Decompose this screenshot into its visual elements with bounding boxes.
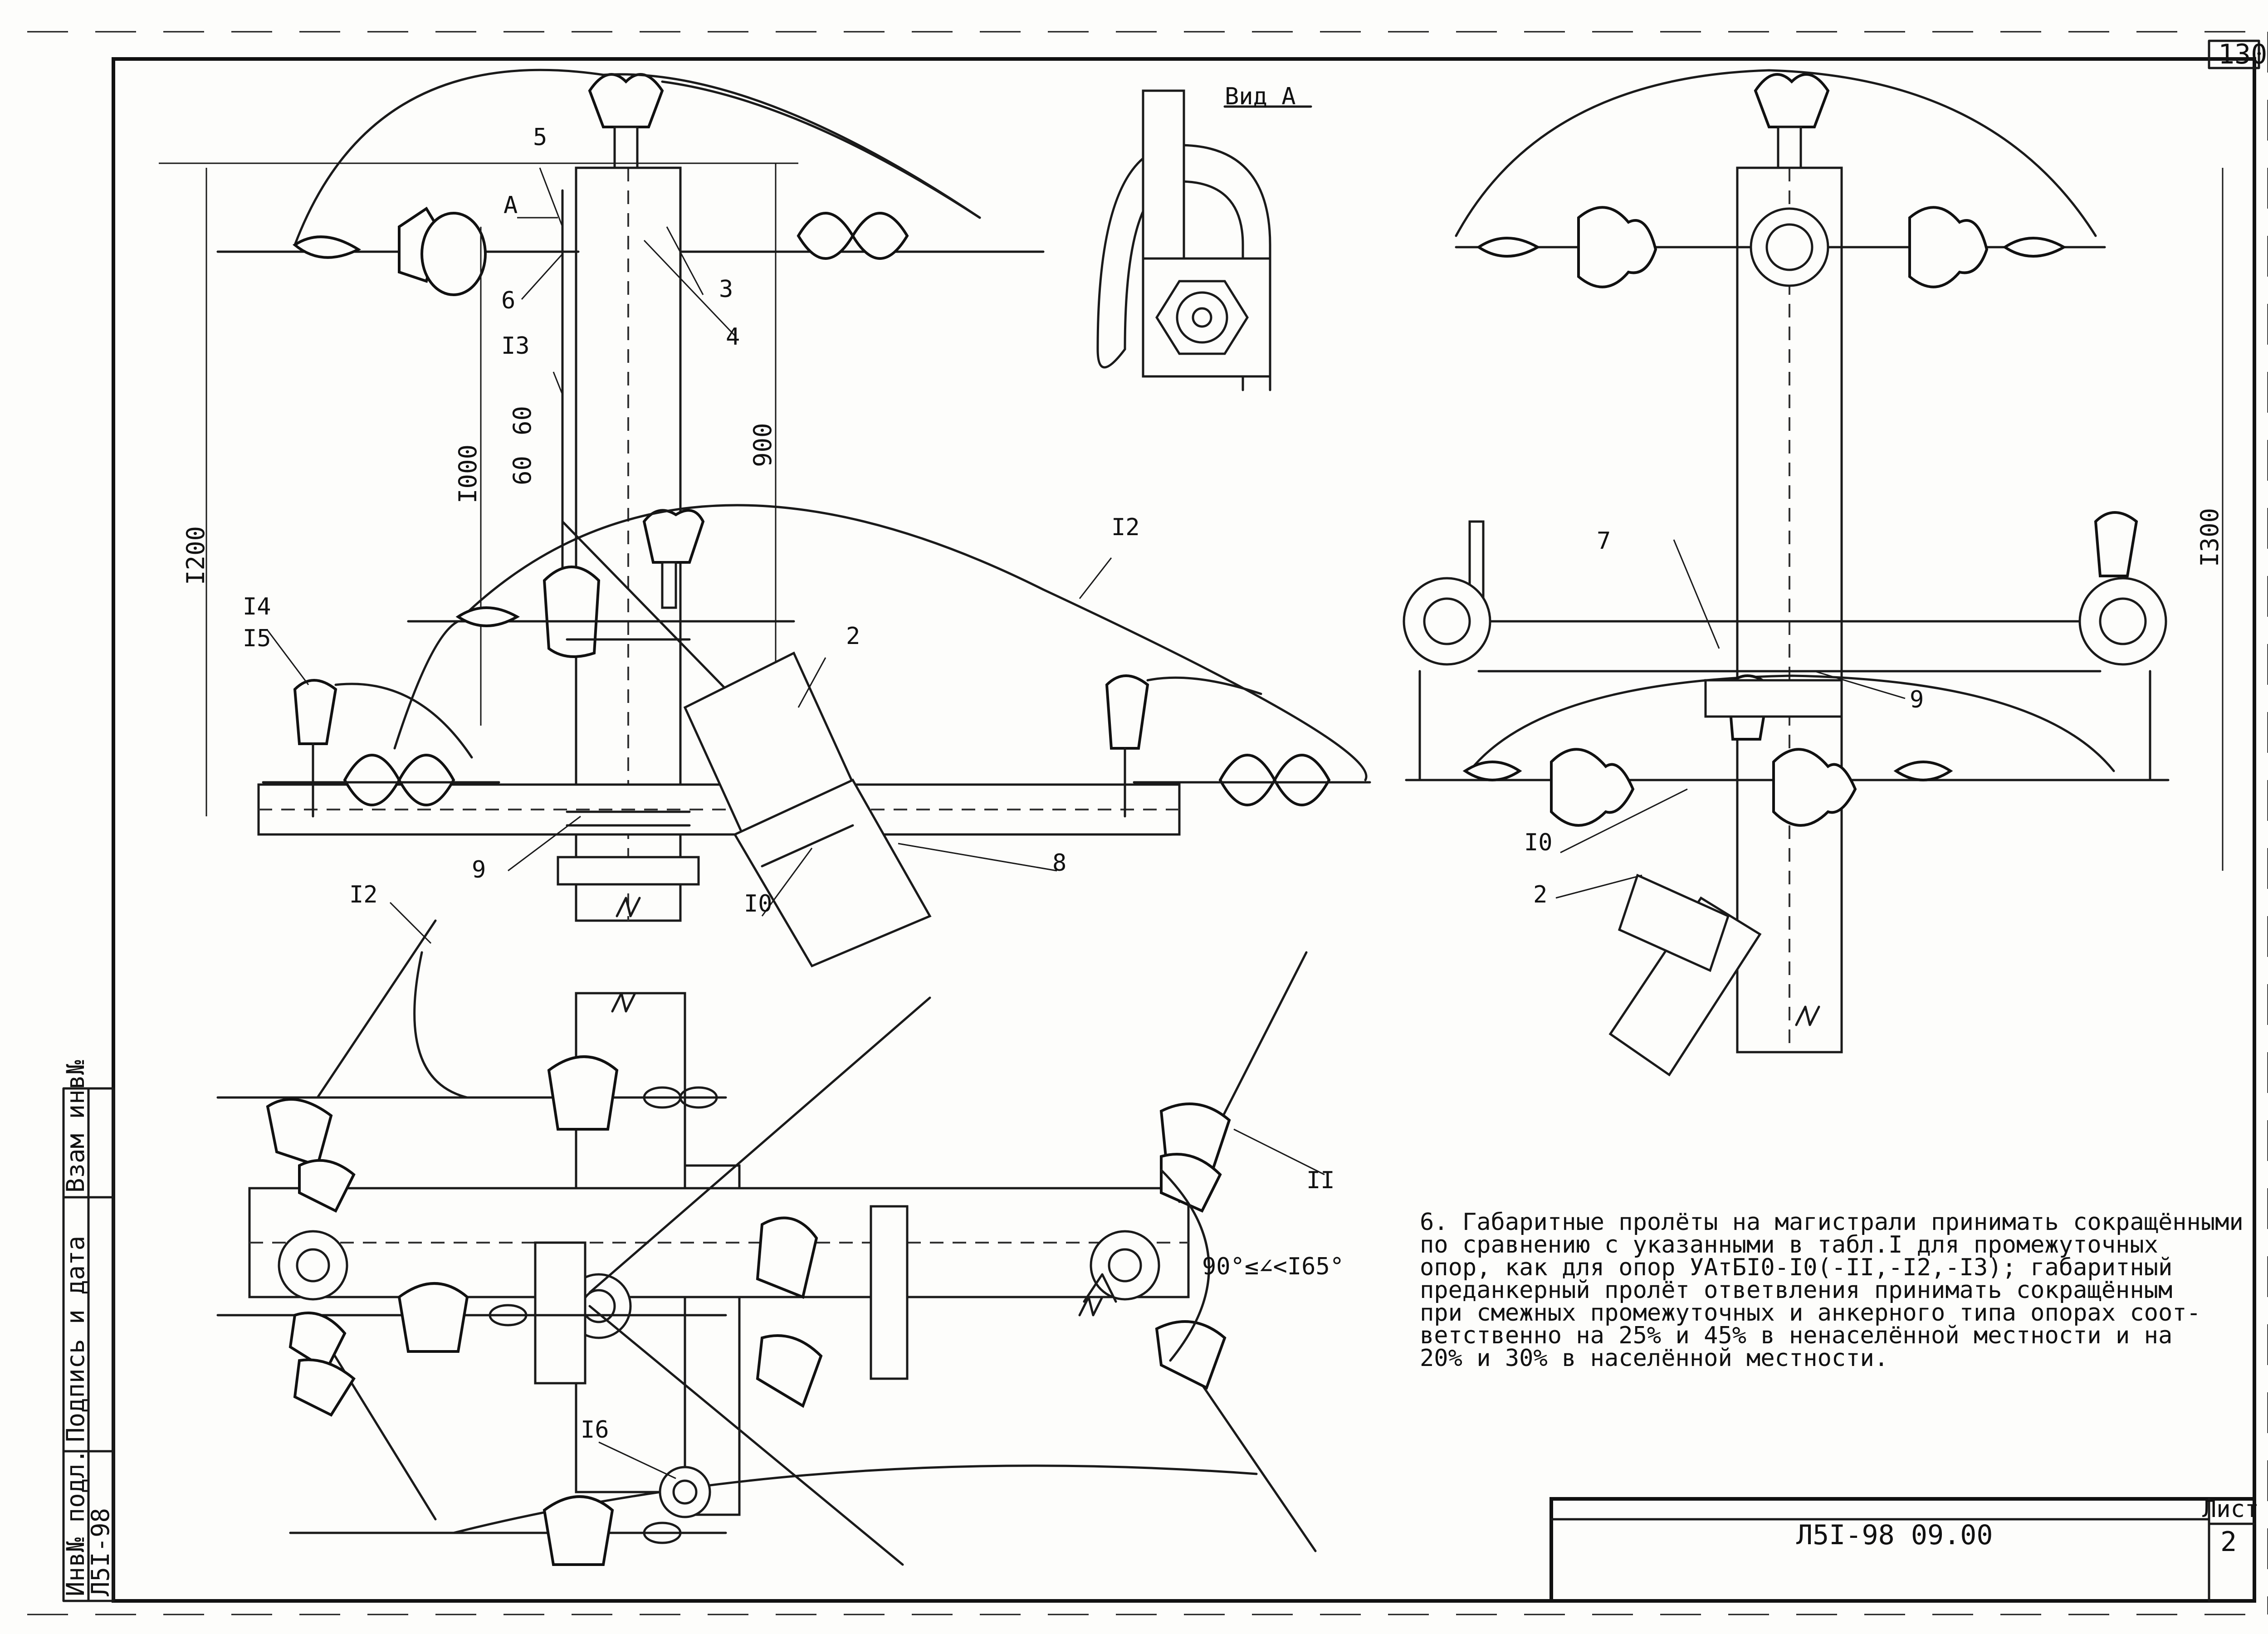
callout-labels: 5 А 6 3 4 I3 I2 I4 I5 2 9 I0 8 I2 II I6 … bbox=[243, 83, 1924, 1444]
stamp-code: Л5I-98 bbox=[86, 1508, 115, 1596]
side-stamp-text: Инв№ подл. Подпись и дата Взам инв№ Л5I-… bbox=[61, 1060, 115, 1596]
note-6: 6. Габаритные пролёты на магистрали прин… bbox=[1420, 1209, 2268, 1372]
page-number: 130 bbox=[2218, 39, 2267, 70]
dim-60-upper: 60 bbox=[508, 406, 537, 435]
stamp-vzam: Взам инв№ bbox=[61, 1060, 90, 1193]
sheet-number: 2 bbox=[2220, 1526, 2237, 1558]
callout-3: 3 bbox=[719, 276, 733, 303]
callout-12-plan: I2 bbox=[349, 881, 378, 908]
callout-14: I4 bbox=[243, 593, 271, 620]
note-line: опор, как для опор УАтБI0-I0(-II,-I2,-I3… bbox=[1420, 1254, 2173, 1281]
stamp-inv-podl: Инв№ подл. bbox=[61, 1449, 90, 1596]
note-line: преданкерный пролёт ответвления принимат… bbox=[1420, 1277, 2173, 1304]
dim-1000: I000 bbox=[454, 444, 482, 503]
callout-leaders bbox=[267, 167, 1906, 1479]
dim-900: 900 bbox=[748, 423, 777, 467]
callout-10-right: I0 bbox=[1524, 829, 1553, 856]
callout-7: 7 bbox=[1597, 527, 1611, 555]
callout-6: 6 bbox=[501, 287, 515, 314]
side-stamp bbox=[62, 1087, 115, 1602]
callout-2-left: 2 bbox=[846, 623, 860, 650]
dim-1200: I200 bbox=[181, 526, 210, 585]
callout-9-left: 9 bbox=[472, 856, 486, 883]
callout-10-left: I0 bbox=[744, 890, 772, 917]
title-block bbox=[1549, 1497, 2256, 1603]
callout-13: I3 bbox=[501, 332, 530, 360]
sheet-label: Лист bbox=[2202, 1496, 2259, 1523]
angle-dimension: 90°≤∠<I65° bbox=[1202, 1253, 1344, 1280]
view-a bbox=[1096, 89, 1312, 391]
callout-15: I5 bbox=[243, 625, 271, 652]
callout-arrow-a: А bbox=[503, 192, 518, 219]
dim-60-lower: 60 bbox=[508, 456, 537, 485]
plan-view bbox=[216, 919, 1317, 1566]
callout-2-right: 2 bbox=[1533, 881, 1547, 908]
dimension-labels: I200 I000 60 60 900 I300 bbox=[181, 406, 2224, 585]
stamp-podpis: Подпись и дата bbox=[61, 1236, 90, 1442]
note-line: при смежных промежуточных и анкерного ти… bbox=[1420, 1299, 2201, 1327]
drawing-code: Л5I-98 09.00 bbox=[1796, 1519, 1993, 1551]
callout-8: 8 bbox=[1052, 849, 1066, 877]
note-line: 20% и 30% в населённой местности. bbox=[1420, 1345, 1889, 1372]
callout-12-top: I2 bbox=[1111, 514, 1140, 541]
dim-1300: I300 bbox=[2195, 508, 2224, 567]
callout-16: I6 bbox=[581, 1416, 609, 1444]
side-view-left bbox=[159, 68, 1371, 968]
title-block-text: 130 Л5I-98 09.00 Лист 2 bbox=[1796, 39, 2267, 1558]
note-line: по сравнению с указанными в табл.I для п… bbox=[1420, 1231, 2158, 1258]
note-line: ветственно на 25% и 45% в ненаселённой м… bbox=[1420, 1322, 2173, 1349]
view-a-title: Вид А bbox=[1225, 83, 1296, 110]
callout-4: 4 bbox=[726, 323, 740, 351]
side-view-right bbox=[1403, 69, 2224, 1077]
callout-5: 5 bbox=[533, 124, 547, 151]
sheet-frame bbox=[27, 31, 2268, 1615]
callout-9-right: 9 bbox=[1910, 686, 1924, 713]
note-line: 6. Габаритные пролёты на магистрали прин… bbox=[1420, 1209, 2244, 1236]
callout-11: II bbox=[1306, 1167, 1335, 1194]
